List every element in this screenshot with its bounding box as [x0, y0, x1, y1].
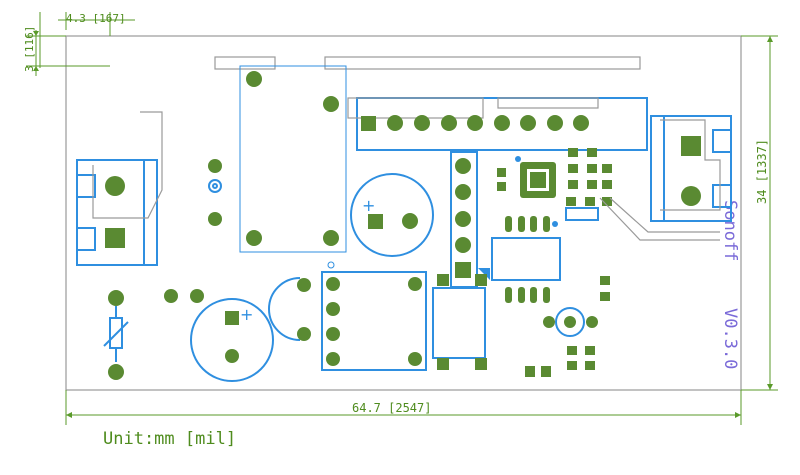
svg-text:+: + [240, 305, 253, 324]
relay-pad [323, 96, 339, 112]
header-strip-right [324, 56, 641, 70]
varistor [103, 290, 129, 380]
relay-pad [323, 230, 339, 246]
height-dimension: 34 [1337] [741, 35, 778, 391]
capacitor-bottom: + [190, 298, 274, 382]
dim-top-width: 4.3 [167] [66, 12, 126, 25]
header-strip-left [214, 56, 276, 70]
dim-top-height: 3 [116] [23, 26, 36, 72]
corner-dimension: 4.3 [167] 3 [116] [23, 12, 135, 76]
trace-outline [599, 197, 720, 241]
inductor [432, 274, 487, 370]
board-outline [65, 35, 742, 391]
smd-cluster-bottom [525, 346, 595, 377]
terminal-block-left [76, 111, 163, 266]
smd-cluster-top [497, 148, 612, 221]
relay-module [239, 65, 347, 253]
capacitor-top: + [350, 173, 434, 257]
led-pad [208, 212, 222, 226]
version-text: V0.3.0 [720, 308, 740, 369]
relay-pad [246, 71, 262, 87]
led-pad [208, 159, 222, 173]
mcu-chip [515, 156, 556, 198]
width-dimension: 64.7 [2547] [65, 390, 742, 425]
crystal [543, 307, 598, 337]
pin-header-5 [450, 151, 478, 288]
dim-board-height: 34 [1337] [755, 139, 769, 204]
terminal-block-right [650, 115, 732, 222]
dim-board-width: 64.7 [2547] [352, 401, 431, 415]
units-label: Unit:mm [mil] [103, 429, 236, 449]
brand-text: Sonoff [720, 200, 740, 261]
soic-chip [478, 216, 561, 303]
svg-text:+: + [362, 196, 375, 215]
relay-pad [246, 230, 262, 246]
transformer [268, 261, 427, 371]
led-ring [208, 179, 222, 193]
header-pad-square [361, 116, 376, 131]
